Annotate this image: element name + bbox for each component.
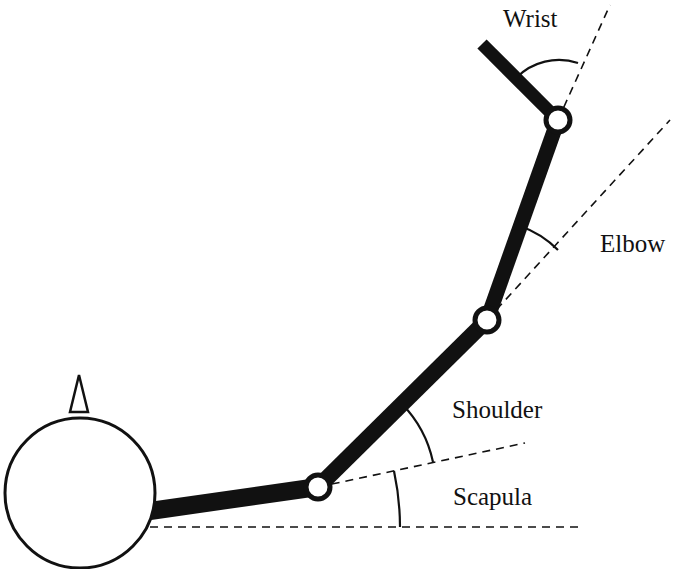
joint-label: Elbow xyxy=(600,231,665,256)
forearm-extension xyxy=(558,5,610,120)
wrist-joint xyxy=(546,108,570,132)
upper-arm-extension xyxy=(487,120,670,320)
joint-label: Shoulder xyxy=(452,397,542,422)
scapula-angle-arc xyxy=(394,471,400,527)
scapula-segment xyxy=(150,487,318,511)
elbow-joint xyxy=(475,308,499,332)
nose xyxy=(70,375,88,412)
hand-segment xyxy=(482,44,558,120)
joint-label: Wrist xyxy=(503,6,558,31)
forearm-segment xyxy=(487,120,558,320)
baseline-dash xyxy=(150,526,580,528)
wrist-angle-arc xyxy=(516,60,578,78)
shoulder-angle-arc xyxy=(402,404,433,462)
shoulder-joint xyxy=(306,475,330,499)
joint-label: Scapula xyxy=(453,484,532,509)
head-circle xyxy=(5,418,155,568)
